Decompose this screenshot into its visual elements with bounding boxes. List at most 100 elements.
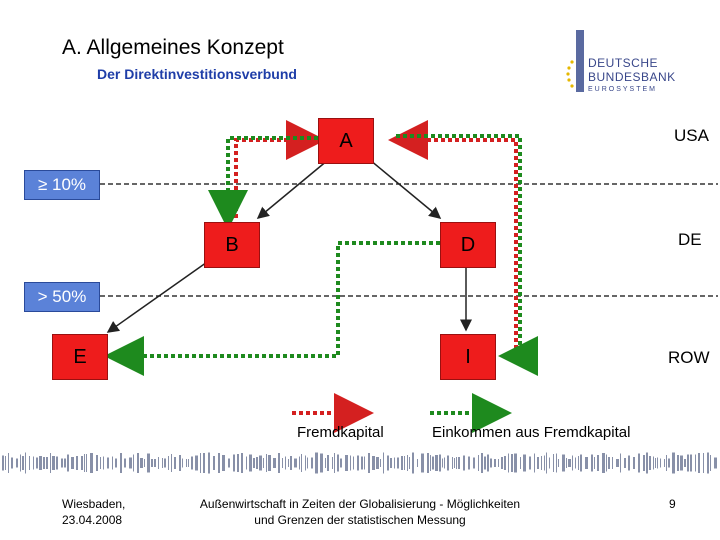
barcode-bar: [195, 455, 198, 471]
barcode-bar: [544, 455, 545, 471]
logo-line-1: DEUTSCHE: [588, 56, 659, 70]
barcode-bar: [707, 452, 709, 474]
barcode-bar: [508, 453, 509, 473]
barcode-bar: [597, 455, 599, 471]
barcode-bar: [664, 459, 665, 467]
barcode-bar: [481, 453, 483, 473]
barcode-bar: [666, 455, 667, 471]
barcode-bar: [208, 452, 210, 474]
barcode-bar: [218, 453, 220, 473]
barcode-bar: [11, 457, 13, 469]
barcode-bar: [213, 456, 215, 470]
barcode-bar: [16, 458, 18, 468]
barcode-bar: [591, 454, 593, 472]
barcode-bar: [646, 452, 648, 474]
region-row: ROW: [668, 348, 710, 367]
barcode-bar: [340, 458, 342, 468]
barcode-bar: [638, 453, 640, 473]
barcode-bar: [501, 457, 503, 469]
barcode-bar: [372, 456, 375, 470]
barcode-bar: [537, 457, 539, 469]
barcode-bar: [288, 459, 289, 467]
barcode-bar: [140, 458, 143, 468]
barcode-bar: [2, 455, 4, 471]
barcode-bar: [687, 454, 689, 472]
euro-stars-icon: [566, 60, 574, 88]
legend-debt-label: Fremdkapital: [297, 424, 384, 441]
barcode-bar: [695, 454, 696, 472]
barcode-bar: [427, 453, 429, 473]
bundesbank-logo: DEUTSCHE BUNDESBANK EUROSYSTEM: [566, 30, 686, 96]
footer-talk-line-2: und Grenzen der statistischen Messung: [254, 513, 466, 527]
barcode-bar: [463, 455, 465, 471]
barcode-bar: [494, 459, 496, 467]
barcode-bar: [25, 452, 26, 474]
barcode-bar: [39, 456, 42, 470]
barcode-bar: [137, 453, 139, 473]
barcode-bar: [84, 454, 85, 472]
barcode-bar: [263, 458, 264, 468]
barcode-bar: [107, 457, 109, 469]
barcode-bar: [246, 456, 247, 470]
barcode-bar: [439, 454, 441, 472]
barcode-bar: [96, 455, 98, 471]
barcode-bar: [383, 452, 384, 474]
barcode-bar: [458, 457, 460, 469]
barcode-bar: [394, 457, 395, 469]
barcode-bar: [553, 454, 554, 472]
barcode-bar: [129, 457, 132, 469]
node-i: I: [440, 334, 496, 380]
barcode-bar: [268, 455, 271, 471]
barcode-bar: [409, 457, 410, 469]
barcode-bar: [556, 453, 557, 473]
barcode-bar: [103, 456, 104, 470]
barcode-bar: [404, 456, 405, 470]
barcode-bar: [649, 456, 651, 470]
barcode-bar: [115, 458, 117, 468]
barcode-bar: [585, 457, 588, 469]
page-title: A. Allgemeines Konzept: [62, 36, 284, 59]
barcode-bar: [612, 457, 613, 469]
barcode-bar: [112, 456, 113, 470]
barcode-bar: [203, 453, 205, 473]
barcode-bar: [364, 456, 365, 470]
barcode-bar: [144, 459, 145, 467]
barcode-bar: [76, 456, 78, 470]
ownership-a-d: [369, 159, 442, 219]
barcode-bar: [442, 458, 443, 468]
barcode-bar: [473, 457, 475, 469]
barcode-bar: [86, 454, 87, 472]
barcode-bar: [301, 454, 302, 472]
barcode-bar: [33, 456, 34, 470]
barcode-bar: [616, 459, 619, 467]
barcode-bar: [64, 458, 66, 468]
barcode-bar: [684, 459, 686, 467]
footer-location: Wiesbaden,: [62, 497, 126, 511]
barcode-bar: [233, 454, 235, 472]
barcode-bar: [484, 456, 486, 470]
barcode-bar: [660, 458, 661, 468]
barcode-bar: [299, 456, 300, 470]
barcode-bar: [241, 453, 243, 473]
debt-flow-b-a: [234, 120, 326, 218]
income-flow-a-i: [396, 134, 538, 376]
barcode-bar: [350, 455, 351, 471]
barcode-bar: [162, 458, 163, 468]
barcode-bar: [580, 454, 582, 472]
barcode-bar: [534, 453, 535, 473]
barcode-bar: [188, 459, 189, 467]
barcode-bar: [46, 457, 48, 469]
barcode-bar: [643, 455, 645, 471]
barcode-bar: [307, 457, 308, 469]
ownership-b-e: [106, 259, 211, 333]
page-subtitle: Der Direktinvestitionsverbund: [97, 66, 297, 82]
barcode-bar: [562, 454, 565, 472]
barcode-bar: [259, 455, 262, 471]
barcode-bar: [174, 457, 176, 469]
barcode-bar: [36, 457, 38, 469]
barcode-bar: [387, 455, 389, 471]
node-e: E: [52, 334, 108, 380]
barcode-bar: [311, 457, 313, 469]
barcode-bar: [124, 458, 126, 468]
barcode-bar: [168, 456, 169, 470]
